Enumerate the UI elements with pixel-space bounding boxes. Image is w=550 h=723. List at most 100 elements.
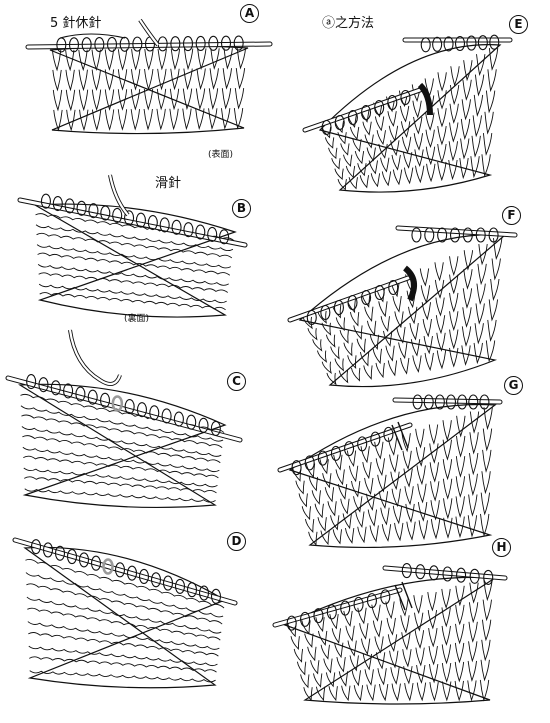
f-loop — [424, 227, 435, 243]
h-column — [329, 613, 351, 702]
e-column — [398, 90, 414, 185]
f-column — [434, 262, 447, 370]
h-loop — [469, 568, 480, 584]
e-column — [334, 120, 358, 190]
c-row — [24, 488, 216, 503]
e-column — [437, 72, 447, 182]
c-loop — [38, 377, 49, 393]
panel-d-badge: D — [227, 532, 246, 551]
h-loop — [300, 611, 311, 627]
a-loop — [208, 35, 219, 51]
g-column — [428, 424, 441, 540]
g-crossed-stitch — [391, 421, 409, 451]
g-loop — [468, 394, 479, 410]
b-loop — [195, 224, 206, 240]
c-loop — [161, 408, 172, 424]
g-right-needle — [393, 398, 502, 404]
h-loop — [483, 569, 494, 585]
b-row — [39, 292, 226, 311]
h-loop — [428, 565, 439, 581]
a-loop — [68, 37, 80, 53]
c-loop — [26, 374, 37, 390]
b-loop — [40, 193, 51, 209]
a-column — [51, 49, 63, 132]
a-column — [195, 48, 207, 130]
e-loop — [387, 94, 398, 111]
c-loop — [111, 395, 124, 412]
e-loop — [477, 35, 488, 51]
g-column — [480, 407, 493, 537]
c-loop — [63, 383, 74, 399]
h-loop — [401, 563, 412, 579]
g-fabric — [288, 403, 497, 549]
e-loop — [489, 34, 500, 50]
h-column — [441, 588, 452, 702]
b-row — [36, 232, 233, 259]
g-loop — [370, 431, 381, 447]
g-loop — [357, 436, 368, 452]
d-row — [29, 670, 216, 683]
a-column — [104, 49, 115, 131]
f-loop — [462, 227, 473, 243]
g-loop — [291, 460, 302, 476]
a-loop — [132, 36, 143, 52]
h-loop — [380, 589, 391, 605]
h-loop — [415, 564, 426, 580]
f-column — [419, 268, 434, 372]
a-column — [91, 49, 102, 132]
h-loop — [326, 604, 337, 620]
h-crossed-stitch — [394, 581, 413, 611]
b-row — [37, 252, 231, 276]
g-loop — [423, 394, 434, 410]
front-side-label: (表面) — [208, 150, 234, 160]
a-column — [117, 49, 128, 131]
f-column — [485, 237, 503, 363]
g-column — [455, 415, 466, 539]
e-loop — [466, 35, 477, 51]
f-loop — [361, 289, 372, 306]
c-row — [21, 426, 222, 457]
g-loop — [434, 394, 445, 410]
d-loop — [186, 582, 198, 598]
b-loop — [64, 198, 75, 214]
g-loop — [304, 455, 315, 471]
f-column — [461, 250, 474, 366]
c-loop — [149, 405, 160, 421]
a-column — [221, 48, 233, 130]
b-loop — [112, 207, 123, 223]
c-loop — [186, 414, 197, 430]
d-loop — [162, 575, 174, 591]
f-column — [317, 310, 349, 384]
g-loop — [317, 450, 328, 466]
method-title: ⓐ之方法 — [322, 16, 375, 31]
h-column — [301, 620, 326, 702]
d-loop — [210, 588, 222, 604]
f-loop — [320, 304, 331, 321]
e-column — [459, 60, 473, 180]
a-column — [65, 49, 76, 132]
slip-stitch-label: 滑針 — [155, 176, 182, 191]
a-loop — [94, 36, 105, 53]
f-loop — [449, 227, 461, 243]
b-loop — [100, 205, 111, 221]
panel-e-badge: E — [509, 15, 528, 34]
f-column — [302, 316, 337, 386]
f-column — [346, 298, 373, 380]
h-column — [343, 610, 364, 702]
h-loop — [353, 596, 364, 612]
g-column — [346, 450, 367, 544]
d-row — [27, 607, 221, 641]
a-needle — [26, 42, 272, 49]
f-column — [449, 256, 459, 368]
a-bracket — [59, 33, 126, 39]
f-loop — [333, 299, 344, 316]
e-worked-stitch — [417, 82, 433, 116]
d-loop — [90, 555, 102, 571]
b-row — [36, 244, 232, 269]
d-fabric — [23, 546, 227, 689]
five-hold-label: 5 針休針 — [50, 16, 102, 31]
d-row — [29, 656, 217, 673]
g-loop — [330, 445, 341, 461]
